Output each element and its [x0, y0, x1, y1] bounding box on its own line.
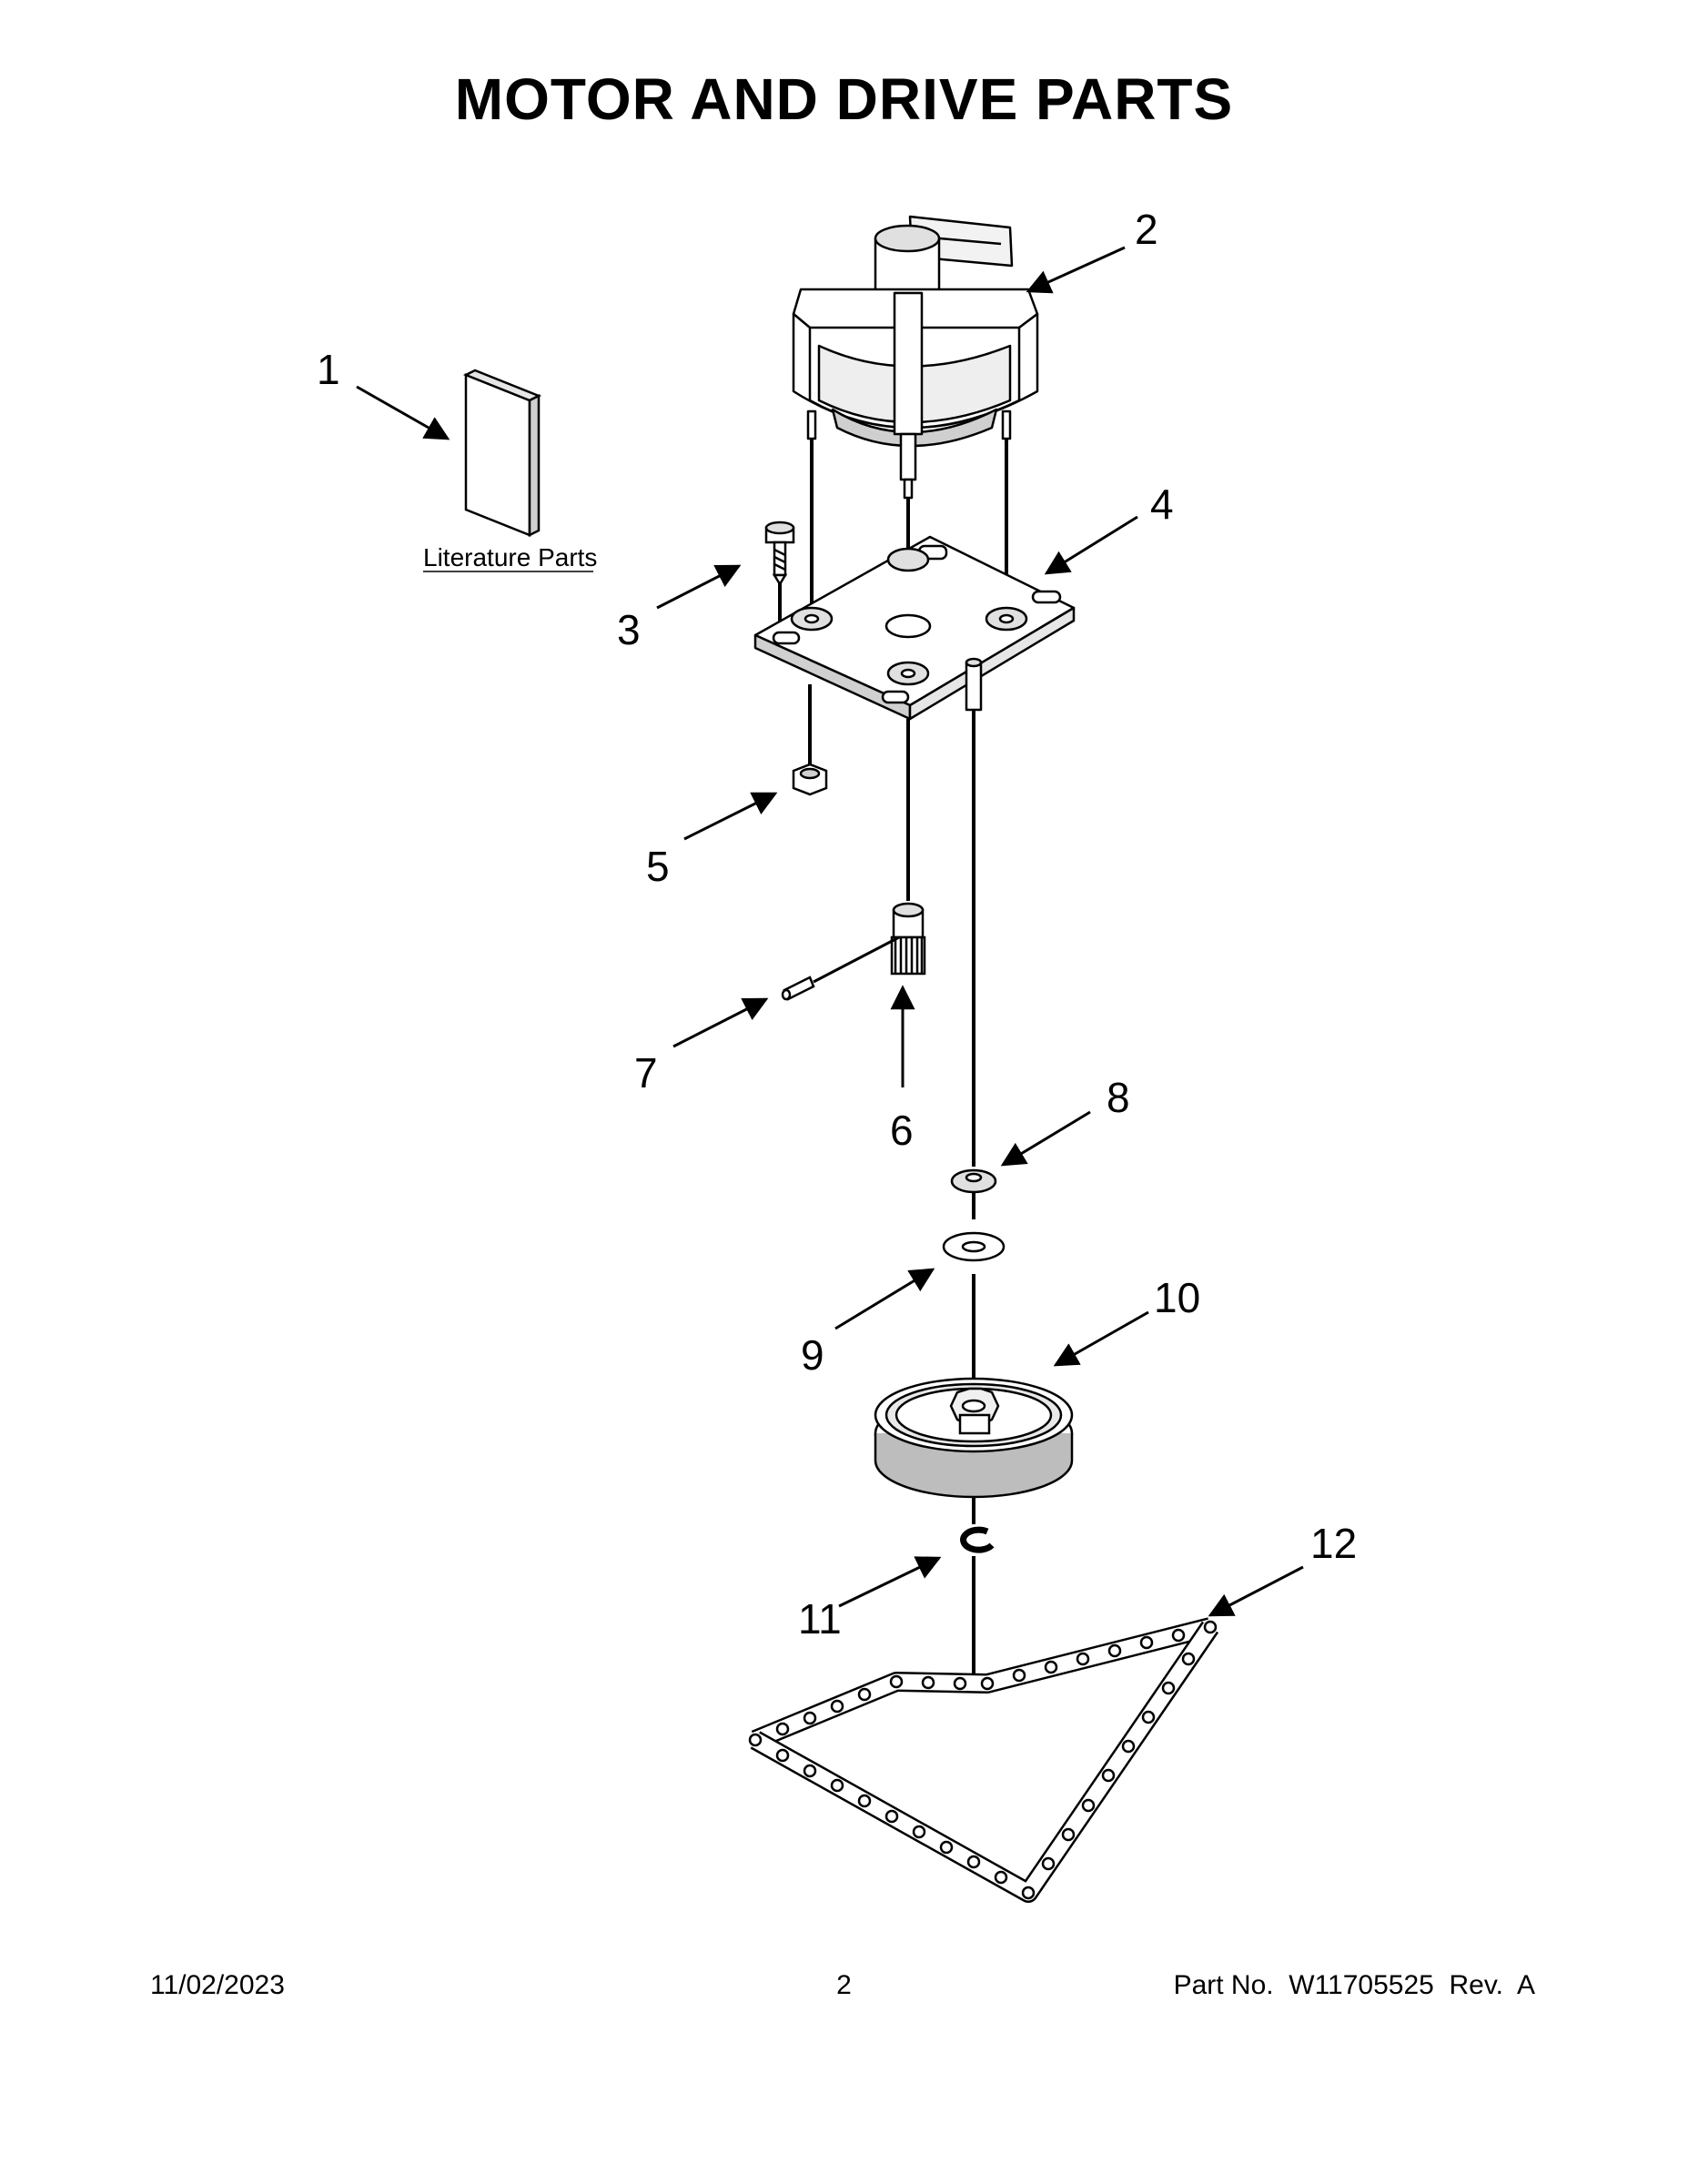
motor-mount-plate [753, 535, 1076, 721]
callout-4: 4 [1150, 480, 1174, 528]
callout-1: 1 [317, 346, 340, 393]
flat-washer [942, 1231, 1006, 1262]
callout-7: 7 [634, 1049, 658, 1097]
callout-2: 2 [1135, 206, 1158, 253]
roll-pin [781, 935, 900, 1001]
callout-11: 11 [798, 1595, 842, 1643]
literature-parts-label: Literature Parts [423, 543, 597, 571]
hex-nut [792, 763, 828, 796]
chain-rollers [748, 1620, 1218, 1900]
footer-date: 11/02/2023 [150, 1970, 285, 2000]
spacer [950, 1168, 997, 1194]
page-title: MOTOR AND DRIVE PARTS [454, 66, 1234, 132]
literature-booklet [462, 369, 542, 538]
retaining-ring [960, 1526, 995, 1553]
drive-gear [874, 1377, 1074, 1499]
footer-part-number: Part No. W11705525 Rev. A [1173, 1970, 1535, 2000]
mounting-screw [764, 521, 795, 587]
footer-page-number: 2 [836, 1970, 852, 2000]
callout-arrows [356, 246, 1304, 1617]
callout-9: 9 [801, 1331, 824, 1379]
callout-12: 12 [1310, 1520, 1357, 1567]
drive-pinion [890, 902, 926, 976]
motor [792, 215, 1039, 500]
callout-10: 10 [1154, 1274, 1200, 1321]
callout-5: 5 [646, 843, 670, 890]
drive-chain [748, 1617, 1219, 1903]
callout-8: 8 [1107, 1074, 1130, 1121]
callout-3: 3 [617, 606, 641, 653]
callout-6: 6 [890, 1107, 914, 1154]
